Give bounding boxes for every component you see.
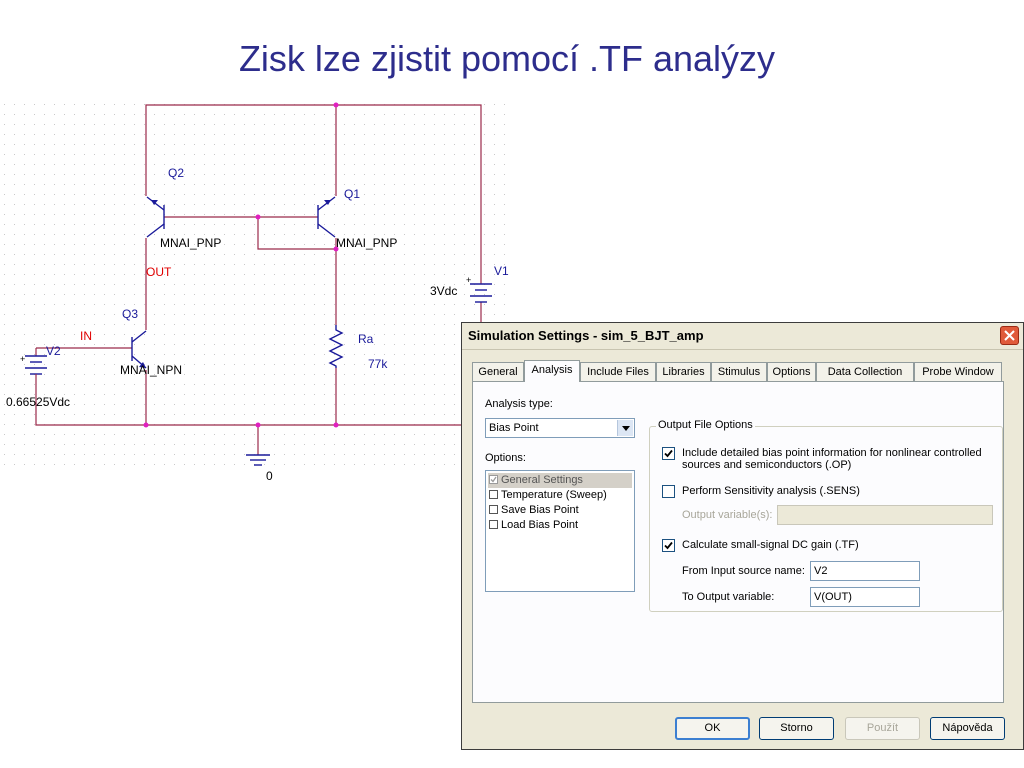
to-output-value: V(OUT) xyxy=(814,591,852,603)
ra-value: 77k xyxy=(368,357,388,371)
options-list: General Settings Temperature (Sweep) Sav… xyxy=(485,470,635,592)
wires xyxy=(35,104,482,455)
resistor-ra xyxy=(328,325,344,368)
ground-label: 0 xyxy=(266,469,273,483)
v2-value: 0.66525Vdc xyxy=(6,395,70,409)
option-checkbox[interactable] xyxy=(489,505,498,515)
tf-label: Calculate small-signal DC gain (.TF) xyxy=(682,539,859,551)
cancel-button[interactable]: Storno xyxy=(759,717,834,740)
option-checkbox[interactable] xyxy=(489,475,498,485)
simulation-settings-dialog: Simulation Settings - sim_5_BJT_amp Gene… xyxy=(461,322,1024,750)
v1-ref: V1 xyxy=(494,264,509,278)
to-output-label: To Output variable: xyxy=(682,591,775,603)
slide-title: Zisk lze zjistit pomocí .TF analýzy xyxy=(238,38,776,79)
q1-ref: Q1 xyxy=(344,187,360,201)
detailed-bias-label-line2: sources and semiconductors (.OP) xyxy=(682,459,852,471)
ground-symbol xyxy=(246,454,270,466)
tab-stimulus[interactable]: Stimulus xyxy=(711,362,767,381)
from-input-label: From Input source name: xyxy=(682,565,805,577)
detailed-bias-label-line1: Include detailed bias point information … xyxy=(682,447,982,459)
detailed-bias-checkbox[interactable] xyxy=(662,447,675,460)
checkmark-icon xyxy=(664,449,673,458)
v2-plus: + xyxy=(20,354,25,364)
close-button[interactable] xyxy=(1000,326,1019,345)
schematic-grid xyxy=(0,98,512,470)
q2-model: MNAI_PNP xyxy=(160,236,221,250)
from-input-field[interactable]: V2 xyxy=(810,561,920,581)
to-output-field[interactable]: V(OUT) xyxy=(810,587,920,607)
ra-ref: Ra xyxy=(358,332,374,346)
option-load-bias-point[interactable]: Load Bias Point xyxy=(488,518,632,533)
transistor-q1 xyxy=(317,196,336,238)
tab-data-collection[interactable]: Data Collection xyxy=(816,362,914,381)
option-checkbox[interactable] xyxy=(489,520,498,530)
dropdown-button[interactable] xyxy=(617,420,633,436)
group-legend: Output File Options xyxy=(656,419,755,431)
tab-options[interactable]: Options xyxy=(767,362,816,381)
analysis-panel: Analysis type: Bias Point Options: Gener… xyxy=(472,381,1004,703)
help-button[interactable]: Nápověda xyxy=(930,717,1005,740)
from-input-value: V2 xyxy=(814,565,828,577)
q3-ref: Q3 xyxy=(122,307,138,321)
ok-button[interactable]: OK xyxy=(675,717,750,740)
option-label: Load Bias Point xyxy=(501,519,579,531)
q2-ref: Q2 xyxy=(168,166,184,180)
q3-model: MNAI_NPN xyxy=(120,363,182,377)
option-label: Save Bias Point xyxy=(501,504,579,516)
tab-include-files[interactable]: Include Files xyxy=(580,362,656,381)
tab-probe-window[interactable]: Probe Window xyxy=(914,362,1002,381)
sensitivity-label: Perform Sensitivity analysis (.SENS) xyxy=(682,485,860,497)
analysis-type-value: Bias Point xyxy=(489,422,539,434)
v2-ref: V2 xyxy=(46,344,61,358)
source-v1 xyxy=(470,283,492,303)
tab-libraries[interactable]: Libraries xyxy=(656,362,711,381)
option-label: General Settings xyxy=(501,474,583,486)
source-v2 xyxy=(25,355,47,386)
option-temperature-sweep[interactable]: Temperature (Sweep) xyxy=(488,488,632,503)
v1-plus: + xyxy=(466,275,471,285)
transistor-q2 xyxy=(146,196,165,238)
dialog-titlebar[interactable]: Simulation Settings - sim_5_BJT_amp xyxy=(462,323,1023,350)
option-label: Temperature (Sweep) xyxy=(501,489,607,501)
apply-button: Použít xyxy=(845,717,920,740)
chevron-down-icon xyxy=(622,426,630,431)
analysis-type-label: Analysis type: xyxy=(485,398,553,410)
option-general-settings[interactable]: General Settings xyxy=(488,473,632,488)
net-in-label: IN xyxy=(80,329,92,343)
tf-checkbox[interactable] xyxy=(662,539,675,552)
junction-dots xyxy=(143,102,339,428)
q1-model: MNAI_PNP xyxy=(336,236,397,250)
transistor-q3 xyxy=(131,330,147,369)
dialog-title: Simulation Settings - sim_5_BJT_amp xyxy=(468,328,704,343)
v1-value: 3Vdc xyxy=(430,284,457,298)
tab-general[interactable]: General xyxy=(472,362,524,381)
checkmark-icon xyxy=(664,541,673,550)
output-file-options-group: Output File Options Include detailed bia… xyxy=(649,419,1003,612)
analysis-type-select[interactable]: Bias Point xyxy=(485,418,635,438)
options-label: Options: xyxy=(485,452,526,464)
close-icon xyxy=(1004,330,1015,341)
output-variables-field xyxy=(777,505,993,525)
sensitivity-checkbox[interactable] xyxy=(662,485,675,498)
output-variables-label: Output variable(s): xyxy=(682,509,773,521)
option-checkbox[interactable] xyxy=(489,490,498,500)
net-out-label: OUT xyxy=(146,265,172,279)
tab-strip: General Analysis Include Files Libraries… xyxy=(472,360,1013,382)
tab-analysis[interactable]: Analysis xyxy=(524,360,580,382)
option-save-bias-point[interactable]: Save Bias Point xyxy=(488,503,632,518)
